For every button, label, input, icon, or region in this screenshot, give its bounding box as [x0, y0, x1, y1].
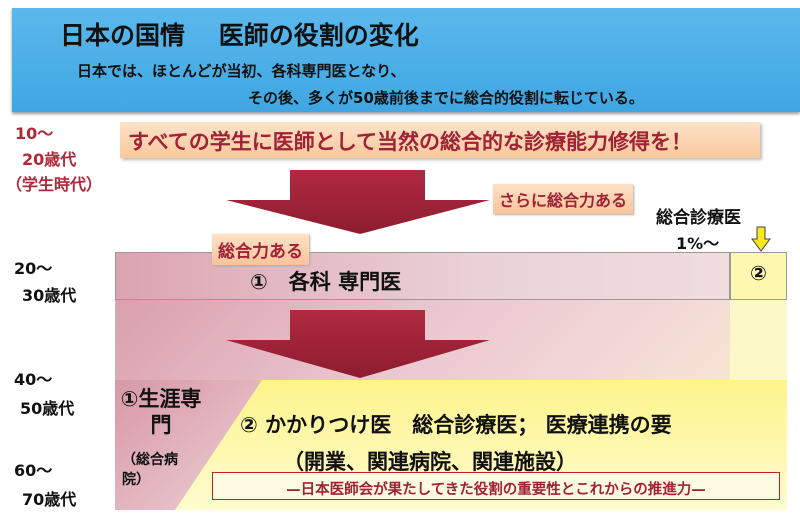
general-physician-label: 総合診療医	[656, 208, 741, 228]
gp-subtitle: （開業、関連病院、関連施設）	[283, 450, 577, 474]
age-student: （学生時代）	[6, 175, 103, 194]
gp-title: ② かかりつけ医 総合診療医； 医療連携の要	[240, 413, 672, 437]
age-20s: 20歳代	[22, 150, 77, 169]
general-physician-percent: 1%～	[676, 234, 720, 253]
lifelong-specialist-sub: （総合病院）	[122, 452, 178, 488]
age-50s: 50歳代	[20, 399, 75, 418]
jma-statement: —日本医師会が果たしてきた役割の重要性とこれからの推進力—	[212, 472, 780, 500]
lifelong-specialist-label: ①生涯専門	[120, 387, 202, 437]
more-general-tag: さらに総合力ある	[493, 184, 634, 214]
gp-marker-cell: ②	[730, 252, 787, 300]
header-banner: 日本の国情 医師の役割の変化 日本では、ほとんどが当初、各科専門医となり、 その…	[12, 8, 800, 112]
page-title: 日本の国情 医師の役割の変化	[60, 21, 419, 50]
age-20: 20～	[14, 259, 53, 278]
specialist-label: ① 各科 専門医	[250, 270, 402, 294]
gp-column	[730, 300, 787, 380]
age-10: 10～	[15, 124, 54, 143]
subtitle-line-2: その後、多くが50歳前後までに総合的役割に転じている。	[248, 89, 644, 107]
age-60: 60～	[14, 461, 53, 480]
subtitle-line-1: 日本では、ほとんどが当初、各科専門医となり、	[77, 62, 406, 80]
age-30s: 30歳代	[22, 286, 77, 305]
down-arrow-icon	[226, 310, 490, 378]
specialist-row	[115, 252, 730, 300]
lifelong-specialist-wedge	[115, 380, 262, 510]
general-tag: 総合力ある	[212, 234, 309, 265]
student-banner: すべての学生に医師として当然の総合的な診療能力修得を！	[120, 122, 760, 158]
age-70s: 70歳代	[22, 490, 77, 509]
down-arrow-icon	[226, 170, 490, 234]
yellow-down-arrow-icon	[751, 226, 771, 252]
age-40: 40～	[14, 370, 53, 389]
